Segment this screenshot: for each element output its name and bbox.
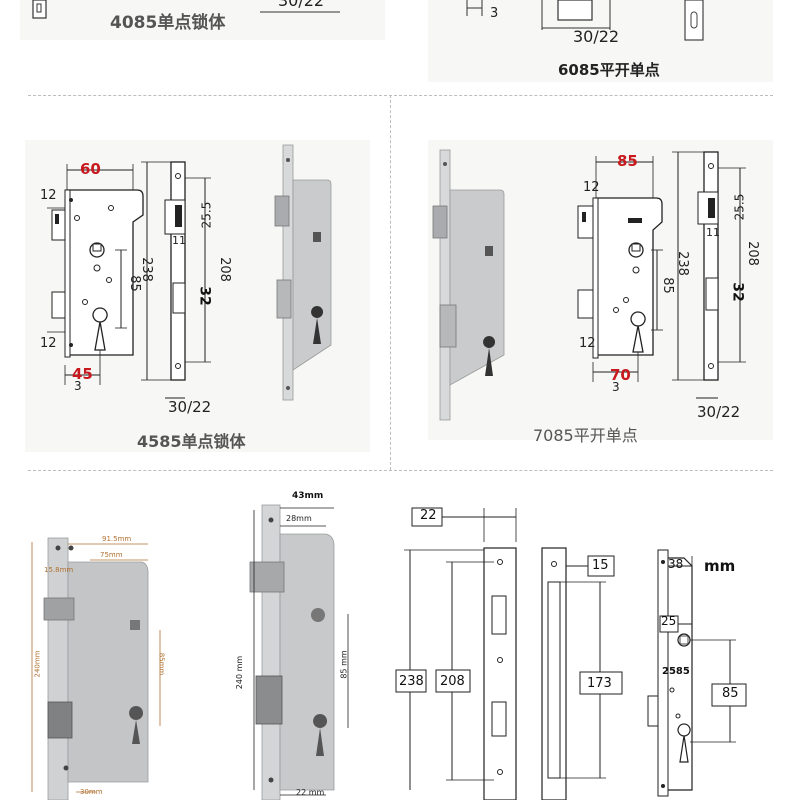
lock-4585-dim-208: 208 <box>216 257 232 282</box>
bottom-left-dim-85: 85mm <box>157 652 166 676</box>
bottom-mid-dim-240: 240 mm <box>235 655 245 690</box>
lock-4585-dim-12-top: 12 <box>40 188 57 203</box>
bottom-left-dim-91-5: 91.5mm <box>102 535 132 543</box>
lock-7085-dim-32: 32 <box>729 282 746 302</box>
drawing-dim-208: 208 <box>440 674 465 689</box>
lock-4585-dim-3: 3 <box>74 379 82 393</box>
top-left-faceplate-dim: 30/22 <box>278 0 325 10</box>
lock-7085-dim-12-top: 12 <box>583 180 600 195</box>
bottom-mid-dim-85: 85 mm <box>339 650 349 679</box>
lock-7085-dim-12-bottom: 12 <box>579 336 596 351</box>
lock-7085-dim-85: 85 <box>659 277 675 294</box>
lock-4585-dim-238: 238 <box>138 257 154 282</box>
top-right-small-dim: 3 <box>490 6 499 21</box>
lock-7085-drawing <box>432 149 746 421</box>
lock-7085-width-dim: 85 <box>617 152 638 170</box>
lock-4585-width-dim: 60 <box>80 160 101 178</box>
separator-vertical <box>390 95 391 470</box>
lock-7085-dim-11: 11 <box>706 226 720 239</box>
lock-4585-faceplate-dim: 30/22 <box>168 398 212 416</box>
lock-7085-dim-238: 238 <box>674 251 690 276</box>
top-right-faceplate-dim: 30/22 <box>573 27 620 46</box>
bottom-right-technical-drawing <box>395 507 747 800</box>
drawing-dim-38: 38 <box>668 557 684 571</box>
bottom-left-lock-photo <box>31 537 161 800</box>
drawing-dim-173: 173 <box>587 676 612 691</box>
bottom-left-dim-15-8: 15.8mm <box>44 566 74 574</box>
top-right-lock-drawing <box>466 0 704 41</box>
top-right-panel <box>428 0 773 82</box>
drawing-dim-22: 22 <box>420 508 437 523</box>
bottom-left-dim-240: 240mm <box>33 650 42 678</box>
bottom-mid-lock-photo <box>249 504 349 800</box>
drawing-dim-85: 85 <box>722 686 739 701</box>
top-left-panel <box>20 0 385 40</box>
lock-4585-drawing <box>47 144 332 401</box>
lock-7085-backset-dim: 70 <box>610 366 631 384</box>
bottom-left-dim-75: 75mm <box>100 551 123 559</box>
lock-4585-dim-12-bottom: 12 <box>40 336 57 351</box>
lock-7085-caption: 7085平开单点 <box>533 426 638 445</box>
bottom-mid-dim-28: 28mm <box>286 514 312 523</box>
drawing-dim-238: 238 <box>399 674 424 689</box>
lock-4585-dim-32: 32 <box>196 286 213 306</box>
drawing-dim-15: 15 <box>592 558 609 573</box>
bottom-mid-dim-22: 22 mm <box>296 788 325 797</box>
top-left-caption: 4085单点锁体 <box>110 13 226 33</box>
lock-7085-dim-25-5: 25.5 <box>732 193 747 221</box>
top-right-caption: 6085平开单点 <box>558 61 660 79</box>
separator-top <box>28 95 773 96</box>
lock-4585-backset-dim: 45 <box>72 365 93 383</box>
lock-4585-caption: 4585单点锁体 <box>137 432 246 451</box>
lock-7085-dim-208: 208 <box>744 241 760 266</box>
drawing-model-label: 2585 <box>662 666 690 677</box>
separator-bottom <box>28 470 773 471</box>
drawing-unit: mm <box>704 557 736 575</box>
lock-7085-faceplate-dim: 30/22 <box>697 403 741 421</box>
lock-4585-dim-11: 11 <box>172 234 186 247</box>
lock-7085-dim-3: 3 <box>612 380 620 394</box>
bottom-mid-dim-43: 43mm <box>292 491 324 501</box>
lock-4585-dim-25-5: 25.5 <box>199 201 214 229</box>
bottom-left-dim-30: 30mm <box>80 788 103 796</box>
top-left-lock-drawing <box>32 0 340 19</box>
drawing-dim-25: 25 <box>661 614 677 628</box>
